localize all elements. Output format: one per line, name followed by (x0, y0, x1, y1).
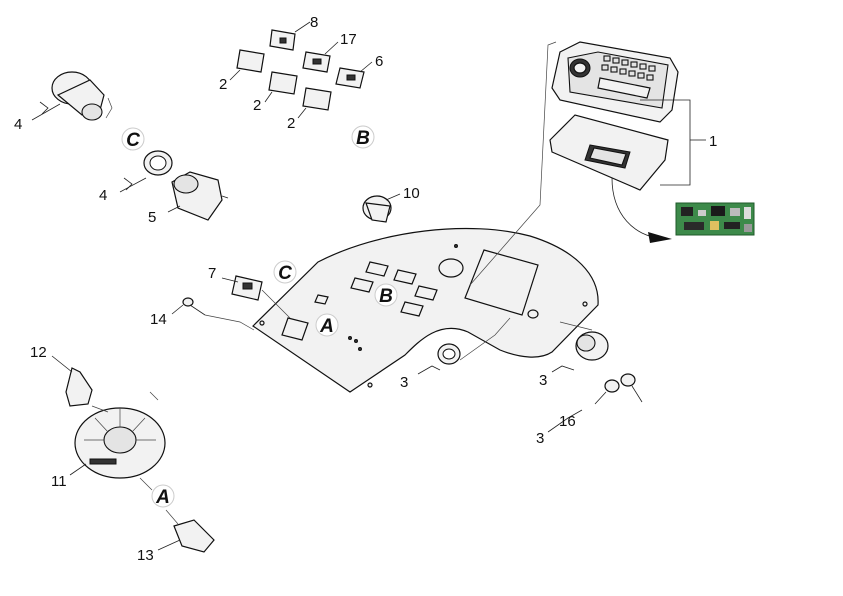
switch-body-5 (171, 171, 229, 221)
emergency-stop-button (51, 71, 113, 121)
callout-2-c: 2 (287, 115, 295, 132)
control-panel-plate (252, 227, 599, 393)
unit-keypad (601, 55, 656, 81)
callout-8: 8 (310, 14, 318, 31)
switch-2-c (302, 87, 332, 111)
button-cutouts (281, 261, 438, 341)
selector-knob-12 (65, 367, 93, 407)
pcb-board-image (675, 202, 755, 236)
switch-7 (231, 275, 263, 301)
display-cutout (464, 249, 539, 316)
callout-13: 13 (137, 547, 154, 564)
callout-5: 5 (148, 209, 156, 226)
connector-a-1: A (319, 316, 334, 337)
round-hole (438, 258, 464, 278)
callout-6: 6 (375, 53, 383, 70)
unit-lcd (597, 77, 651, 99)
arrow-icon (648, 232, 672, 243)
switch-2-a (236, 49, 265, 73)
selector-dial-11 (74, 407, 166, 479)
connector-c-1: C (126, 130, 140, 151)
callout-3-b: 3 (539, 372, 547, 389)
callout-1: 1 (709, 133, 717, 150)
callout-16: 16 (559, 413, 576, 430)
switch-cluster (236, 29, 365, 111)
nut-ring (143, 150, 173, 176)
callout-2-a: 2 (219, 76, 227, 93)
callout-14: 14 (150, 311, 167, 328)
callout-12: 12 (30, 344, 47, 361)
callout-2-b: 2 (253, 97, 261, 114)
connector-a-2: A (155, 487, 170, 508)
callout-3-c: 3 (536, 430, 544, 447)
callout-11: 11 (51, 473, 67, 490)
bracket-13 (173, 519, 215, 553)
control-unit-assembly (549, 41, 706, 191)
switch-2-b (268, 71, 298, 95)
connector-b-1: B (356, 128, 370, 149)
callout-7: 7 (208, 265, 216, 282)
connector-c-2: C (278, 263, 292, 284)
callout-10: 10 (403, 185, 420, 202)
keys-16 (594, 373, 643, 405)
key-switch (575, 331, 609, 361)
gasket-3 (437, 343, 461, 365)
connector-markers: C C B B A A (121, 125, 398, 508)
callout-4-a: 4 (14, 116, 22, 133)
leader-lines (31, 21, 593, 551)
callout-numbers: 1 2 2 2 3 3 3 4 4 5 6 7 8 10 11 12 13 14… (14, 14, 717, 564)
callout-3-a: 3 (400, 374, 408, 391)
callout-4-b: 4 (99, 187, 107, 204)
knob-10 (362, 195, 392, 223)
screw-14 (182, 297, 206, 316)
connector-b-2: B (379, 286, 393, 307)
callout-17: 17 (340, 31, 357, 48)
